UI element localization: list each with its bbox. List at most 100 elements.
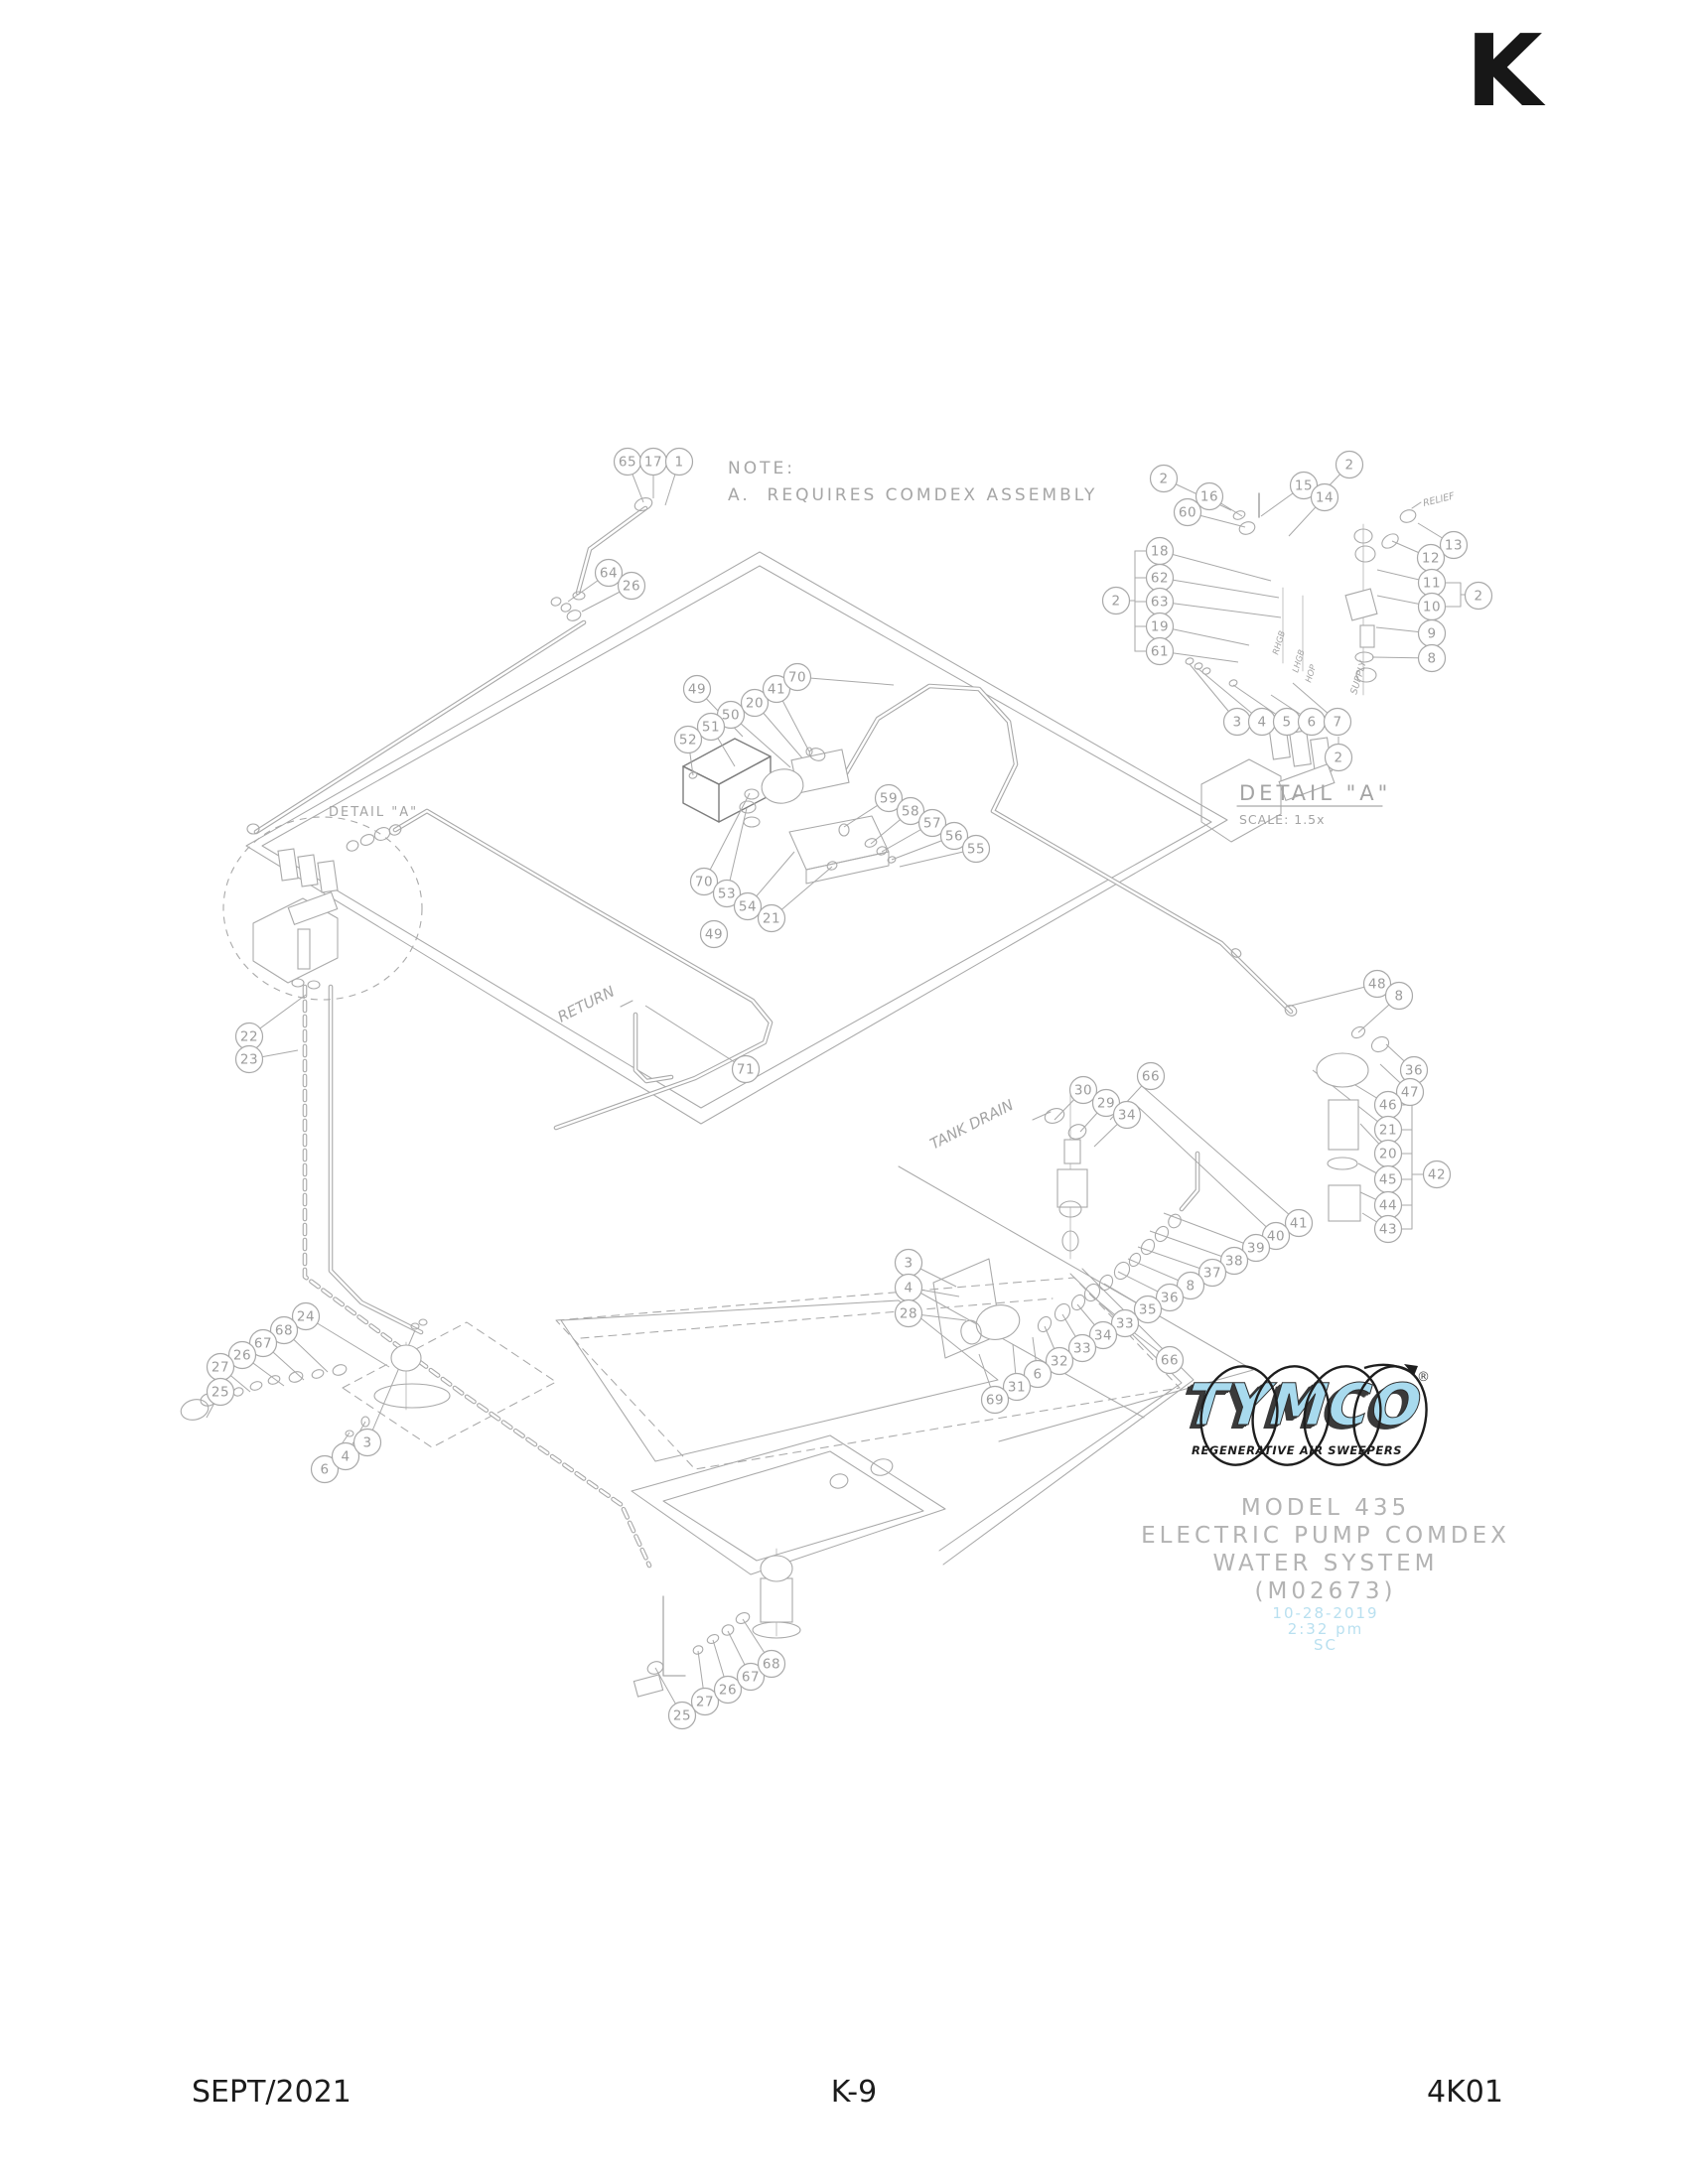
callout-balloon: [1464, 581, 1493, 611]
part-shape: [1370, 1035, 1390, 1053]
callout-leader: [1159, 550, 1272, 582]
callout-number: 61: [1151, 644, 1169, 660]
part-shape: [1230, 948, 1242, 958]
callout-leader: [703, 792, 751, 883]
callout-number: 11: [1423, 576, 1441, 592]
callout-number: 33: [1073, 1341, 1091, 1357]
part-shape: [752, 1621, 801, 1639]
part-shape: [277, 848, 299, 882]
callout-number: 63: [1151, 595, 1169, 611]
callout-number: 60: [1179, 505, 1196, 521]
callout-number: 37: [1203, 1266, 1221, 1282]
part-shape: [1044, 1108, 1065, 1124]
callout-number: 9: [1427, 626, 1436, 642]
callout-number: 46: [1379, 1098, 1397, 1114]
callout-number: 53: [718, 887, 736, 902]
diagram-line: [788, 815, 890, 871]
callout-number: 4: [341, 1449, 350, 1465]
part-shape: [1238, 521, 1256, 535]
callout-number: 56: [945, 829, 963, 845]
part-shape: [1399, 509, 1417, 523]
part-shape: [1061, 1230, 1079, 1252]
callout-number: 2: [1344, 458, 1353, 474]
callout-number: 8: [1427, 651, 1436, 667]
part-shape: [808, 748, 826, 761]
part-shape: [566, 610, 582, 621]
part-shape: [1381, 533, 1399, 549]
diagram-line: [998, 1369, 1254, 1442]
callout-balloon: [733, 891, 763, 921]
callout-balloon: [1149, 464, 1179, 493]
callout-number: 36: [1405, 1063, 1423, 1079]
callout-number: 48: [1368, 977, 1386, 993]
diagram-line: [580, 1297, 1054, 1339]
callout-number: 21: [763, 911, 780, 927]
part-shape: [1054, 1302, 1071, 1322]
part-shape: [332, 1364, 348, 1376]
callout-balloon: [291, 1301, 321, 1331]
part-shape: [692, 1645, 704, 1655]
part-shape: [1232, 510, 1246, 520]
callout-balloon: [664, 447, 694, 477]
part-shape: [1140, 1238, 1156, 1256]
part-shape: [646, 1661, 664, 1675]
part-shape: [760, 1555, 793, 1582]
part-shape: [1316, 1052, 1369, 1088]
part-shape: [1327, 1157, 1358, 1170]
callout-balloon: [690, 1687, 720, 1716]
callout-balloon: [961, 834, 991, 864]
callout-balloon: [894, 1298, 923, 1328]
callout-number: 42: [1428, 1167, 1446, 1183]
part-shape: [246, 823, 260, 835]
part-shape: [1359, 624, 1375, 648]
callout-number: 65: [619, 455, 636, 471]
part-shape: [288, 1371, 304, 1383]
callout-number: 32: [1051, 1354, 1068, 1370]
part-shape: [870, 1458, 894, 1476]
callout-balloon: [757, 903, 786, 933]
callout-balloon: [1155, 1283, 1185, 1312]
callout-number: 43: [1379, 1222, 1397, 1238]
part-shape: [307, 980, 321, 990]
tymco-logo: TYMCO ® REGENERATIVE AIR SWEEPERS: [1170, 1363, 1430, 1483]
callout-balloon: [1088, 1320, 1118, 1350]
callout-balloon: [917, 808, 947, 838]
callout-balloon: [1101, 586, 1131, 615]
callout-number: 2: [1474, 589, 1482, 605]
callout-leader: [1163, 1212, 1257, 1249]
callout-balloon: [980, 1385, 1010, 1415]
diagram-line: [252, 897, 339, 984]
part-shape: [1070, 1294, 1086, 1311]
diagram-line: [560, 1299, 999, 1462]
callout-number: 10: [1423, 600, 1441, 615]
part-shape: [418, 1318, 428, 1326]
callout-leader: [305, 1315, 390, 1368]
part-shape: [829, 1473, 849, 1489]
diagram-label: RHGB: [1271, 629, 1288, 656]
callout-number: 8: [1186, 1279, 1195, 1295]
callout-number: 26: [233, 1348, 251, 1364]
part-shape: [267, 1375, 281, 1385]
callout-balloon: [617, 571, 646, 601]
part-shape: [1278, 763, 1336, 801]
callout-balloon: [269, 1315, 299, 1345]
callout-balloon: [696, 712, 726, 742]
callout-balloon: [699, 919, 729, 949]
callout-balloon: [1133, 1295, 1163, 1324]
callout-number: 3: [904, 1256, 913, 1272]
callout-number: 59: [880, 791, 898, 807]
callout-number: 40: [1267, 1229, 1285, 1245]
hose-tube: [302, 984, 652, 1569]
diagram-line: [942, 1268, 1195, 1566]
callout-balloon: [689, 867, 719, 896]
callout-balloon: [310, 1454, 340, 1484]
plot-stamp-time: 2:32 pm: [1287, 1620, 1364, 1638]
part-shape: [721, 1624, 735, 1636]
hose-tube-core: [576, 506, 647, 595]
callout-balloon: [1023, 1359, 1053, 1389]
callout-number: 69: [986, 1393, 1004, 1409]
hose-tube-core: [329, 985, 423, 1334]
callout-balloon: [1067, 1333, 1097, 1363]
callout-number: 2: [1334, 751, 1342, 766]
callout-number: 51: [702, 720, 720, 736]
